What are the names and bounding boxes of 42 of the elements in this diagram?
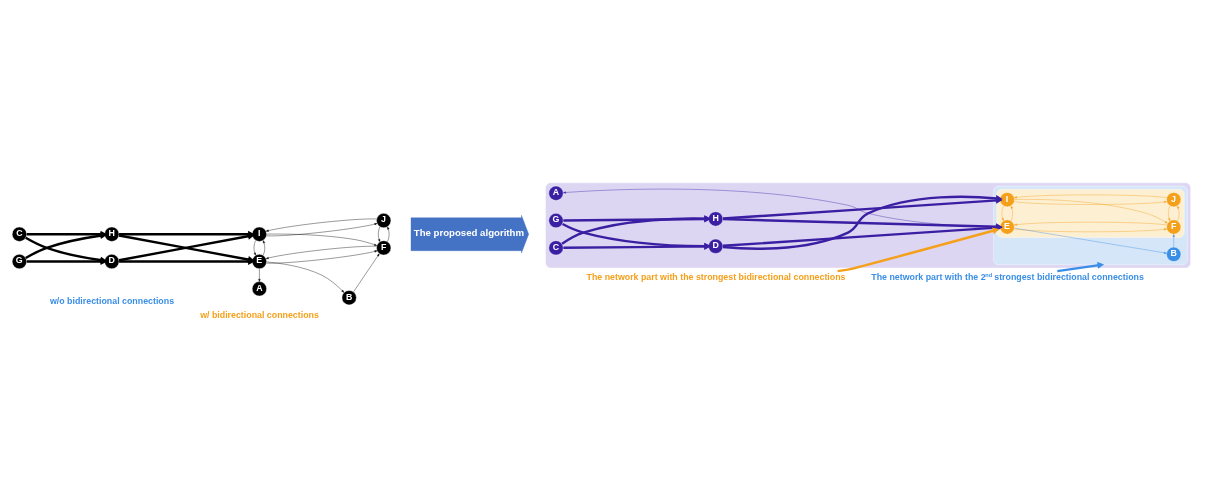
arrow [258,268,261,282]
arrow [253,240,256,256]
node-text: The network part with the strongest bidirectional connections [586,272,846,283]
node-circle: H [104,226,120,242]
node-circle: C [12,226,27,242]
arrow [263,240,266,256]
arrow [1177,205,1180,221]
arrow [266,223,378,237]
arrow [1014,228,1167,232]
arrow [1168,205,1171,221]
label: w/ bidirectional connections [200,310,319,321]
node-circle: B [1166,246,1182,262]
arrow [1001,205,1004,221]
arrow [387,226,390,242]
arrow [1172,234,1175,248]
arrow [1014,194,1167,199]
node-circle: D [104,254,120,269]
arrow [266,261,345,293]
node-circle: G [12,254,27,269]
node-circle: H [708,211,724,227]
arrow [378,226,381,242]
arrow [1014,227,1167,254]
arrow [265,218,377,232]
arrow [563,242,711,250]
arrow [265,246,377,259]
arrow [563,215,711,223]
arrow [1014,201,1167,205]
node-circle: D [708,238,724,254]
node-circle: C [548,240,564,256]
arrow [1057,261,1105,273]
arrow [561,215,711,245]
node-circle: G [548,213,564,228]
arrow [837,227,1000,273]
arrow [266,250,378,264]
arrow [561,222,711,250]
arrow [1014,199,1168,224]
arrow [266,233,377,246]
arrow [353,253,380,292]
node-text: The network part with the 2$^{nd}$ strongest bidirectional connections [871,272,1144,283]
arrow [1014,222,1167,226]
arrow [1010,205,1013,221]
label: w/o bidirectional connections [49,296,175,307]
